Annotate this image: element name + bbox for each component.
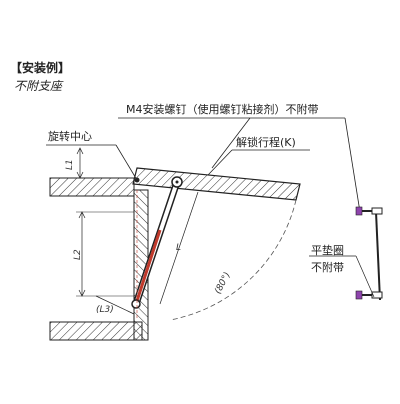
rotation-center-label: 旋转中心 [48,129,92,143]
l-label: L [176,243,181,253]
upper-cabinet-wall [49,177,135,197]
screw-note: M4安装螺钉（使用螺钉粘接剂）不附带 [126,102,319,116]
washer-leader [355,255,375,298]
washer-top [371,207,383,215]
washer-label-line1: 平垫圈 [311,243,344,257]
plate-body [375,211,381,301]
unlock-stroke-leader [207,149,233,176]
stay-arm-cylinder [134,229,162,305]
example-title: 【安装例】 [10,60,70,75]
screw-top-head [355,206,363,216]
stay-arm [131,176,183,309]
angle-label: (80°) [213,271,233,296]
l-dim-line [159,191,199,305]
lower-mount [131,299,141,309]
side-view-plate [355,206,383,301]
rotation-center-leader [115,144,138,181]
unlock-stroke-label: 解锁行程(K) [236,135,296,149]
swing-arc [169,199,297,321]
lower-cabinet-wall [49,321,143,341]
l2-label: L2 [73,249,83,260]
washer-label-line2: 不附带 [311,260,344,274]
screw-note-leader-2 [211,117,251,169]
example-subtitle: 不附支座 [14,79,64,93]
screw-note-leader [344,117,361,213]
pivot-point [134,177,140,183]
door-panel [132,167,301,201]
l3-label: (L3) [96,305,114,315]
l3-dim-line [95,295,135,315]
screw-bottom-head [355,290,363,300]
l1-label: L1 [65,159,75,170]
